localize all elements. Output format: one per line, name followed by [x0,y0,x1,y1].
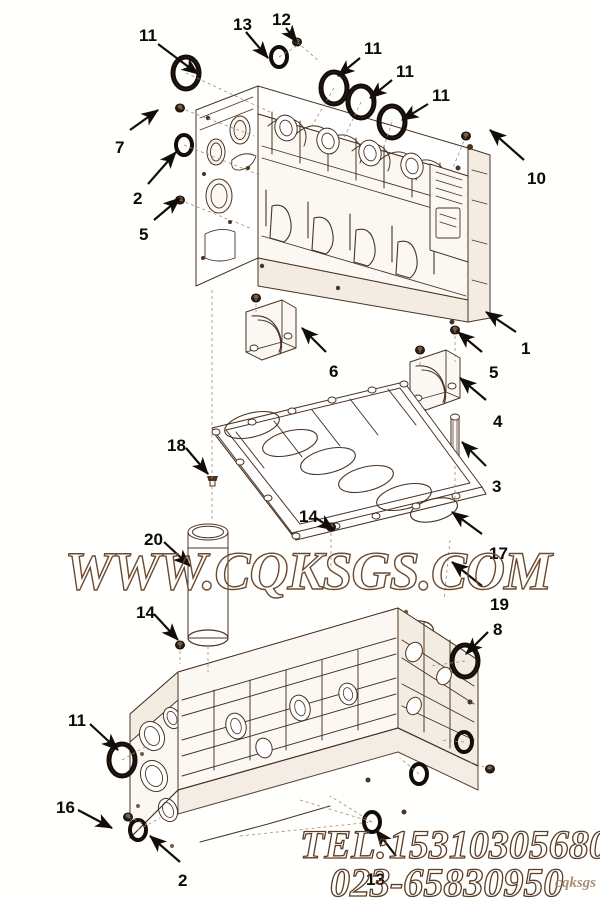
callout-7[interactable]: 7 [115,138,125,157]
callout-13-top[interactable]: 13 [233,15,252,34]
callout-16[interactable]: 16 [56,798,75,817]
assembly-axes [121,41,491,837]
callout-2-lower[interactable]: 2 [178,871,188,890]
callout-20[interactable]: 20 [144,530,163,549]
capscrew-18 [207,476,218,487]
callout-8[interactable]: 8 [493,620,503,639]
callout-12[interactable]: 12 [272,10,291,29]
ladder-frame-gasket-17 [211,380,487,541]
callout-6[interactable]: 6 [329,362,339,381]
callout-18[interactable]: 18 [167,436,186,455]
callout-3[interactable]: 3 [492,477,502,496]
main-bearing-cap-4 [409,349,461,411]
callout-5-upper[interactable]: 5 [139,225,149,244]
callout-11-d[interactable]: 11 [432,86,450,105]
callout-5-lower[interactable]: 5 [489,363,499,382]
cylinder-block-upper [195,85,491,325]
cylinder-liner-20 [187,523,229,647]
callout-14-lower[interactable]: 14 [136,603,155,622]
corner-watermark: cqksgs [555,875,596,891]
callout-19[interactable]: 19 [490,595,509,614]
callout-10[interactable]: 10 [527,169,546,188]
callout-4[interactable]: 4 [493,412,503,431]
main-bearing-cap-6 [245,299,297,361]
callout-14-upper[interactable]: 14 [299,507,318,526]
callout-2-upper[interactable]: 2 [133,189,143,208]
cylinder-block-lower [129,607,479,848]
callout-1[interactable]: 1 [521,339,531,358]
callout-11-top-left[interactable]: 11 [139,26,157,45]
callout-11-lower-left[interactable]: 11 [68,711,86,730]
callout-leaders [77,24,525,863]
callout-11-c[interactable]: 11 [396,62,414,81]
callout-17[interactable]: 17 [489,544,508,563]
callout-11-b[interactable]: 11 [364,39,382,58]
callout-13-lower[interactable]: 13 [366,870,385,889]
